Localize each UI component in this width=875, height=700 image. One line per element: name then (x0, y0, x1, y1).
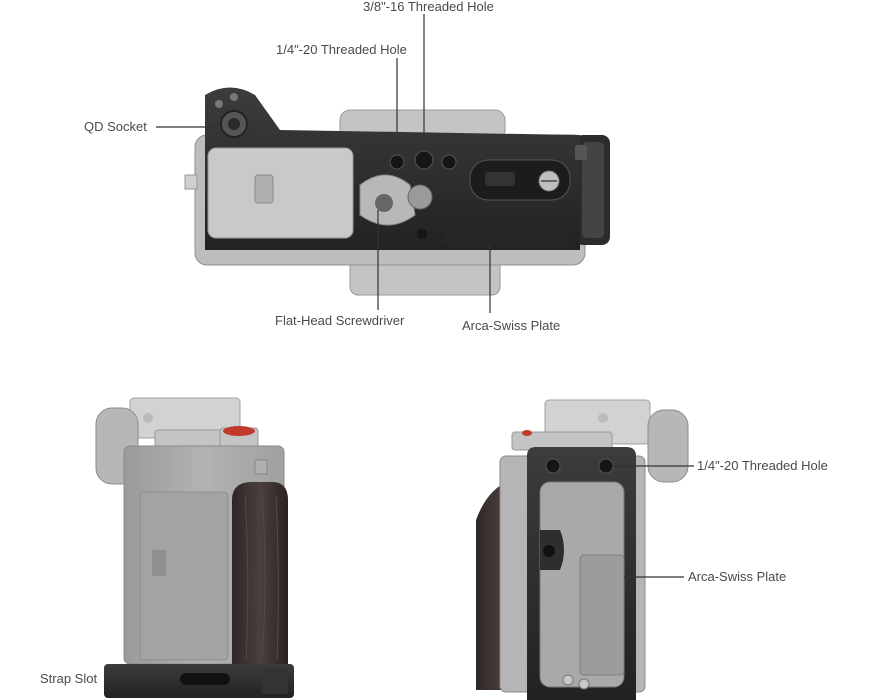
callout-strap-slot: Strap Slot (40, 671, 98, 686)
qd-socket-icon (220, 110, 248, 138)
callout-arca-swiss-top: Arca-Swiss Plate (462, 318, 561, 333)
arca-swiss-plate-icon (445, 159, 571, 247)
callout-qd-socket: QD Socket (84, 119, 147, 134)
flat-head-screwdriver-icon (359, 174, 433, 226)
left-view-base-plate (104, 664, 294, 698)
right-view-l-bracket (527, 447, 636, 700)
top-view-leader-lines (156, 14, 491, 313)
shutter-button-icon (223, 426, 255, 436)
callout-38-threaded-hole: 3/8"-16 Threaded Hole (363, 0, 494, 14)
callout-arca-swiss-right: Arca-Swiss Plate (688, 569, 787, 584)
threaded-hole-icon (389, 150, 457, 170)
strap-slot-icon (180, 673, 230, 685)
top-view-cage-plate (205, 87, 587, 250)
callout-flat-head-screwdriver: Flat-Head Screwdriver (275, 313, 405, 328)
callout-14-threaded-hole-top: 1/4"-20 Threaded Hole (276, 42, 407, 57)
right-view-leader-lines (613, 465, 694, 578)
callout-14-threaded-hole-right: 1/4"-20 Threaded Hole (697, 458, 828, 473)
left-view-wood-grip (232, 482, 288, 664)
